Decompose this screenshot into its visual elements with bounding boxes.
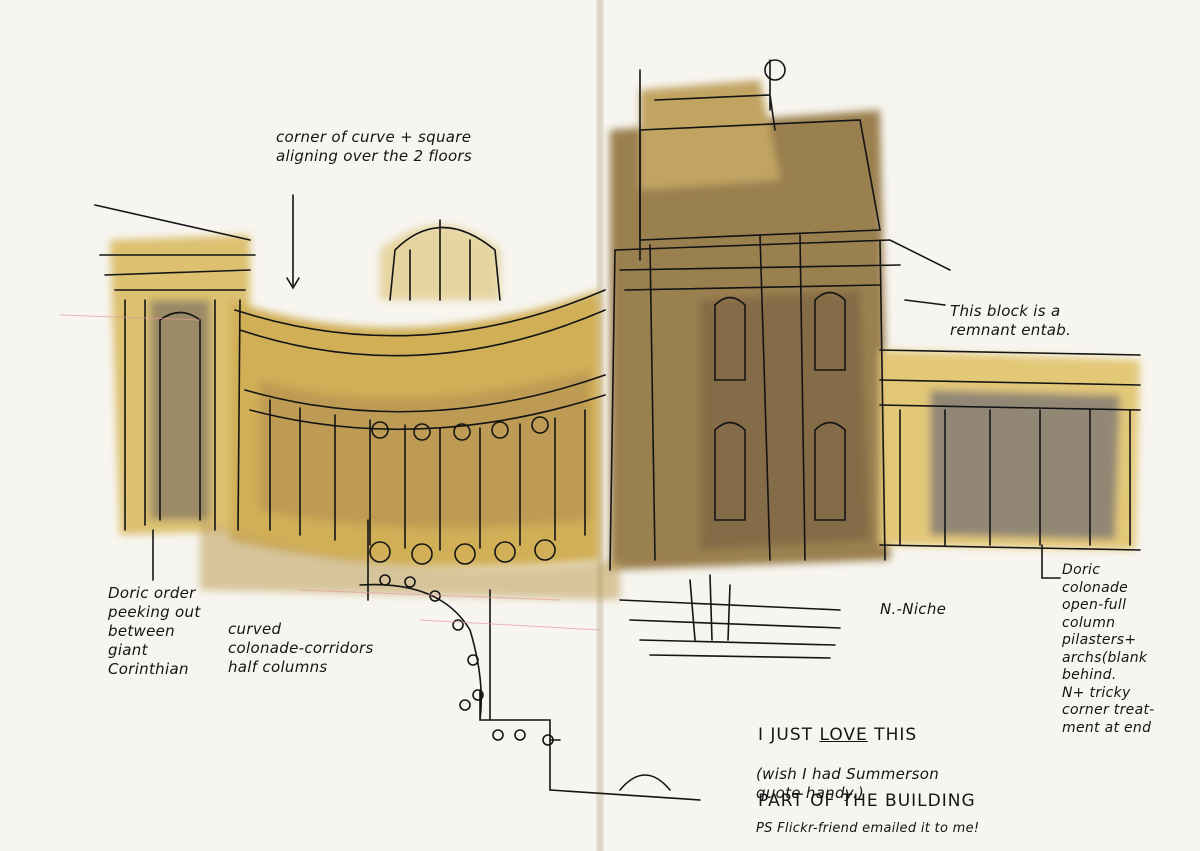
red-pencil-lines	[59, 314, 601, 631]
ps-annotation: PS Flickr-friend emailed it to me!	[756, 821, 980, 836]
love-annotation: I JUST LOVE THIS PART OF THE BUILDING	[758, 702, 976, 812]
love-line1-after: THIS	[867, 725, 918, 745]
love-emphasis: LOVE	[819, 725, 868, 745]
colonnade-annotation: curved colonade-corridors half columns	[228, 620, 374, 676]
doric-order-annotation: Doric order peeking out between giant Co…	[108, 584, 201, 678]
niche-annotation: N.-Niche	[880, 600, 947, 618]
remnant-annotation: This block is a remnant entab.	[950, 302, 1072, 339]
love-line2: PART OF THE BUILDING	[758, 791, 976, 811]
wish-annotation: (wish I had Summerson quote handy.)	[756, 765, 940, 802]
ink-linework	[94, 59, 1141, 801]
doric-colonnade-annotation: Doric colonade open-full column pilaster…	[1062, 562, 1155, 736]
corner-annotation: corner of curve + square aligning over t…	[276, 128, 473, 165]
love-line1-before: I JUST	[758, 725, 820, 745]
watercolor-wash	[110, 80, 1140, 600]
